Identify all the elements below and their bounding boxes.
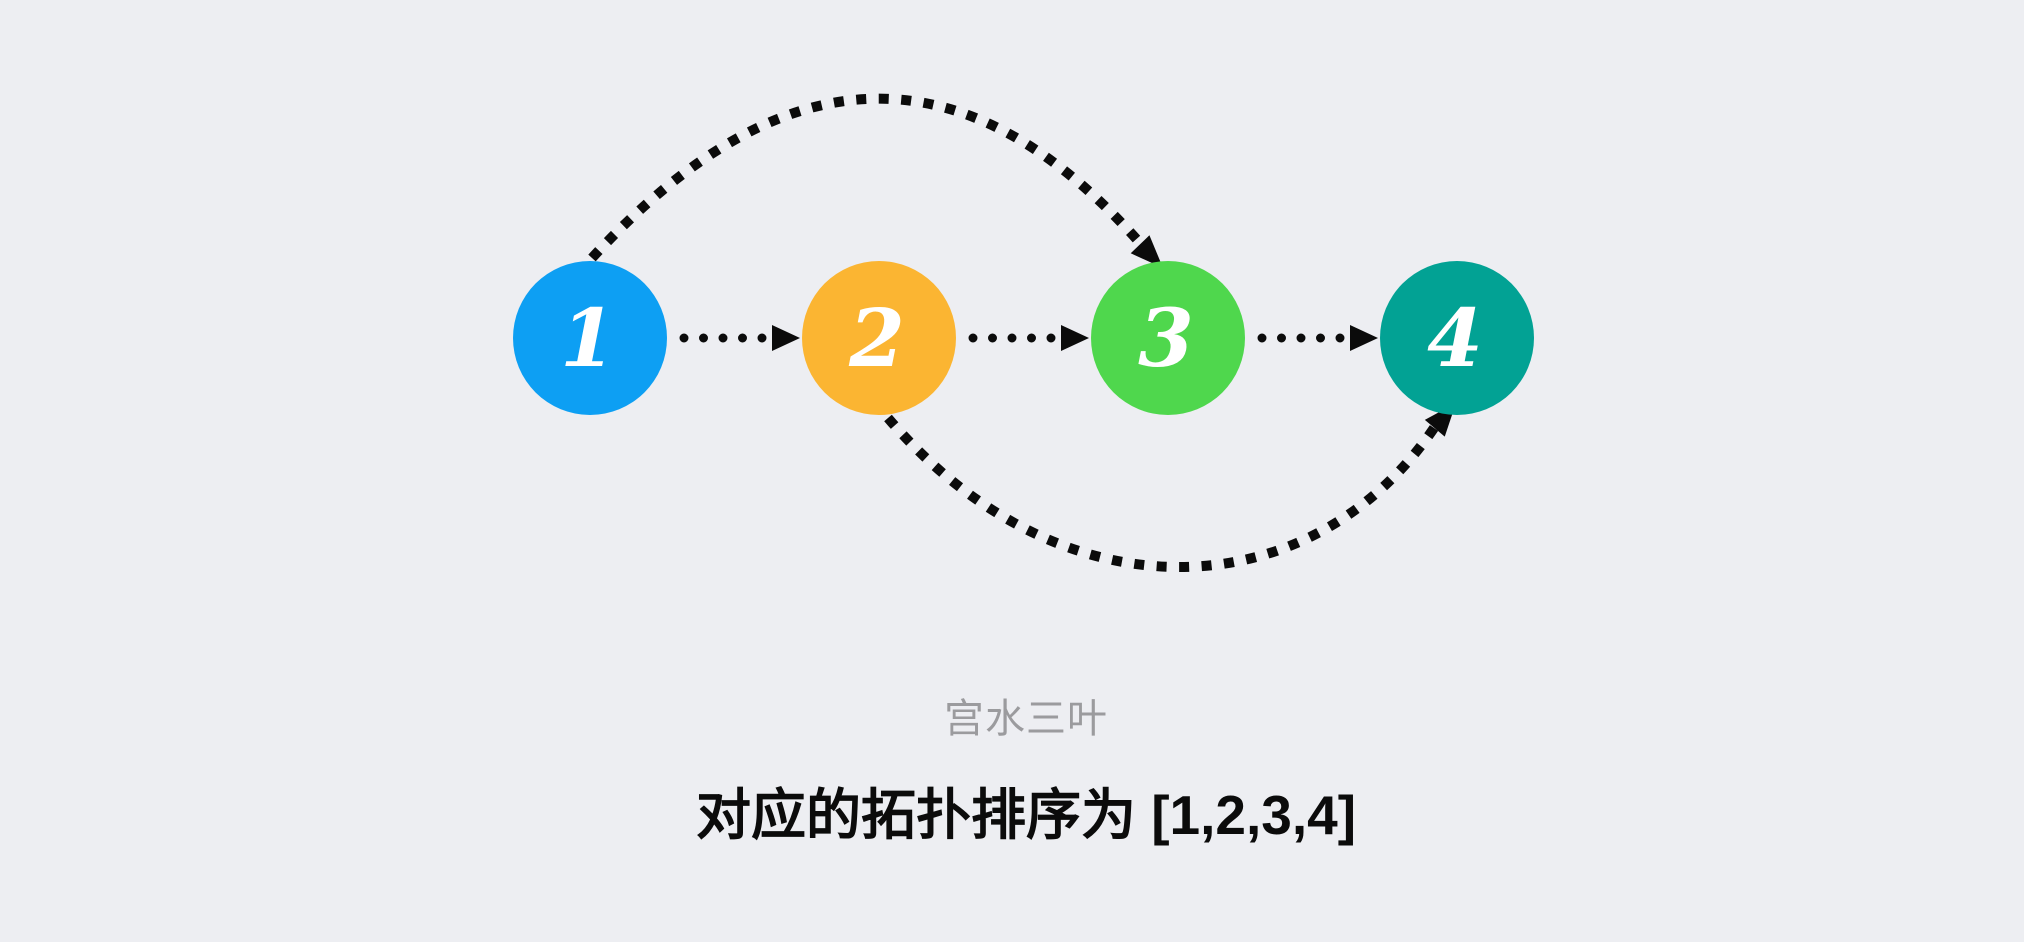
- edge-1-2-arrowhead-icon: [772, 325, 800, 351]
- node-3: 3: [1091, 261, 1245, 415]
- node-1-label: 1: [560, 291, 616, 385]
- edge-2-3-arrowhead-icon: [1061, 325, 1089, 351]
- node-1-circle: [513, 261, 667, 415]
- node-3-circle: [1091, 261, 1245, 415]
- node-4: 4: [1380, 261, 1534, 415]
- edge-2-to-3: [968, 325, 1089, 351]
- edge-1-to-2: [679, 325, 800, 351]
- node-3-label: 3: [1138, 291, 1194, 385]
- watermark-author: 宫水三叶: [944, 696, 1108, 742]
- edge-1-3-dashed-arc: [588, 93, 1144, 262]
- node-2: 2: [802, 261, 956, 415]
- edge-2-to-4-arc: [884, 403, 1456, 572]
- edge-1-to-3-arc: [588, 93, 1163, 268]
- edge-1-3-arrowhead-icon: [1130, 235, 1163, 268]
- edge-3-to-4: [1257, 325, 1378, 351]
- node-2-circle: [802, 261, 956, 415]
- node-4-circle: [1380, 261, 1534, 415]
- node-2-label: 2: [848, 291, 905, 385]
- node-1: 1: [513, 261, 667, 415]
- caption-topological-order: 对应的拓扑排序为 [1,2,3,4]: [695, 784, 1357, 846]
- edge-3-4-arrowhead-icon: [1350, 325, 1378, 351]
- node-4-label: 4: [1427, 291, 1483, 385]
- edge-2-4-dashed-arc: [884, 414, 1439, 572]
